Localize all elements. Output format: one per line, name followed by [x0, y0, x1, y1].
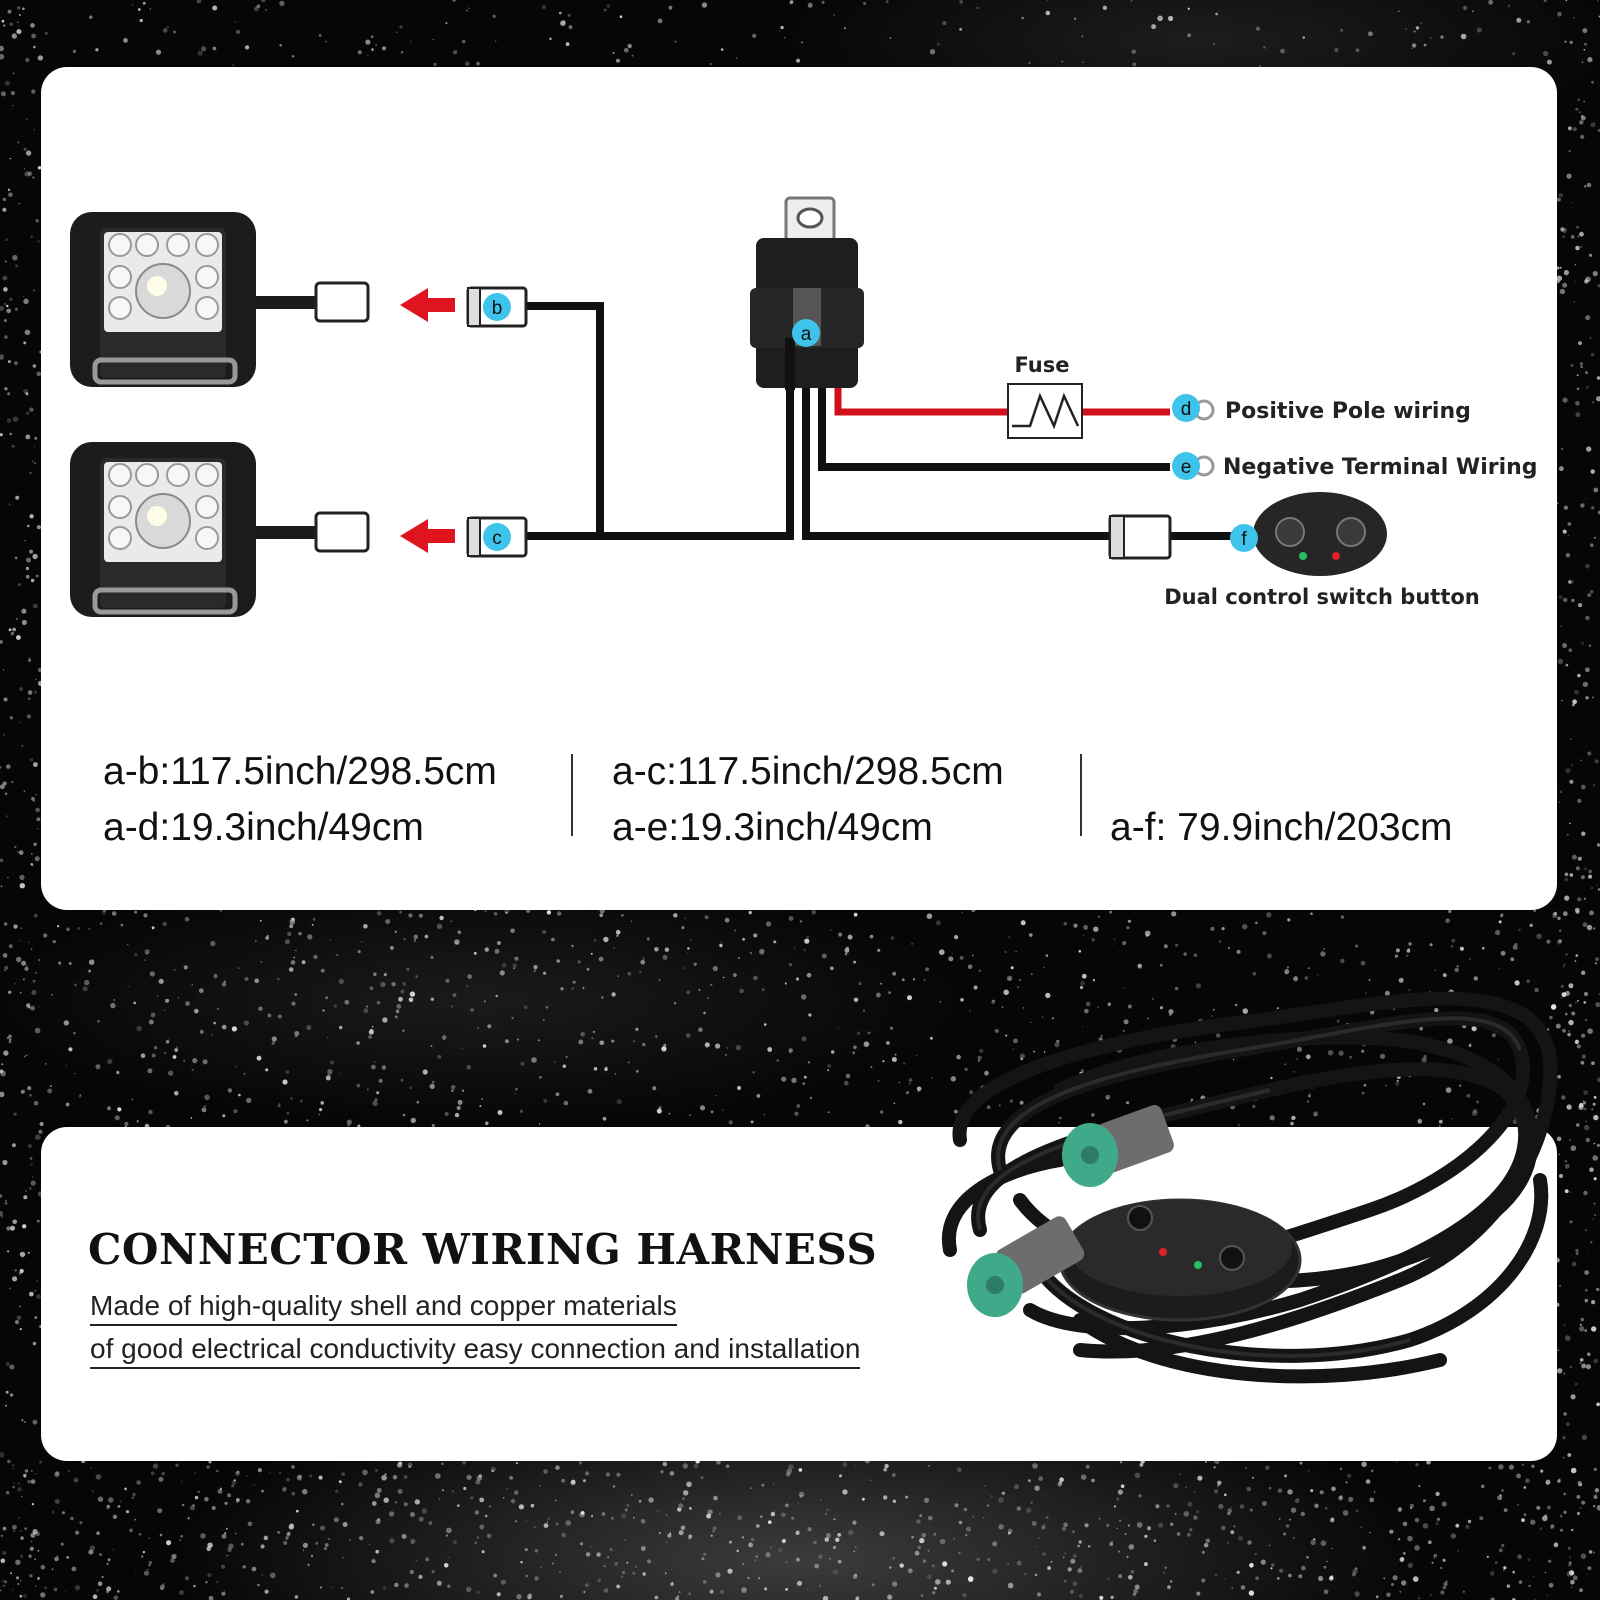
wire-f [802, 385, 1110, 540]
badge-a: a [792, 319, 820, 347]
measurement-ac: a-c:117.5inch/298.5cm [612, 750, 1004, 793]
measurement-divider [1080, 754, 1082, 836]
measurement-ae: a-e:19.3inch/49cm [612, 806, 933, 849]
harness-description-line: Made of high-quality shell and copper ma… [90, 1290, 677, 1326]
deutsch-connector [967, 1216, 1085, 1317]
positive-pole-label: Positive Pole wiring [1225, 399, 1471, 424]
fuse-label: Fuse [1015, 353, 1070, 377]
wire-c [525, 385, 794, 540]
badge-f: f [1230, 524, 1258, 552]
connector-f [1108, 514, 1172, 560]
dual-switch [1253, 492, 1387, 576]
measurement-ab: a-b:117.5inch/298.5cm [103, 750, 497, 793]
svg-text:c: c [492, 528, 502, 549]
svg-text:f: f [1241, 529, 1247, 550]
badge-d: d [1172, 394, 1200, 422]
harness-title: CONNECTOR WIRING HARNESS [88, 1225, 878, 1274]
badge-b: b [483, 293, 511, 321]
switch-label: Dual control switch button [1164, 585, 1480, 609]
wiring-harness-photo [941, 991, 1558, 1384]
relay [750, 196, 864, 390]
work-light-top [70, 212, 370, 387]
measurement-ad: a-d:19.3inch/49cm [103, 806, 424, 849]
measurement-divider [571, 754, 573, 836]
wiring-diagram: Fuse Positive Pole wiring Negative Termi… [70, 196, 1538, 617]
fuse [1007, 383, 1083, 439]
badge-c: c [483, 523, 511, 551]
switch-pod [1058, 1198, 1302, 1322]
harness-description-line: of good electrical conductivity easy con… [90, 1333, 861, 1369]
arrow-left-icon [400, 288, 455, 322]
arrow-left-icon [400, 519, 455, 553]
svg-text:a: a [801, 324, 812, 345]
wire-b [525, 302, 604, 533]
deutsch-connector [1062, 1105, 1174, 1187]
svg-text:e: e [1181, 457, 1192, 478]
badge-e: e [1172, 452, 1200, 480]
measurement-af: a-f: 79.9inch/203cm [1110, 806, 1453, 849]
work-light-bottom [70, 442, 370, 617]
wire-e [818, 385, 1170, 471]
negative-terminal-label: Negative Terminal Wiring [1223, 455, 1538, 480]
svg-text:d: d [1181, 399, 1192, 420]
svg-text:b: b [492, 298, 503, 319]
